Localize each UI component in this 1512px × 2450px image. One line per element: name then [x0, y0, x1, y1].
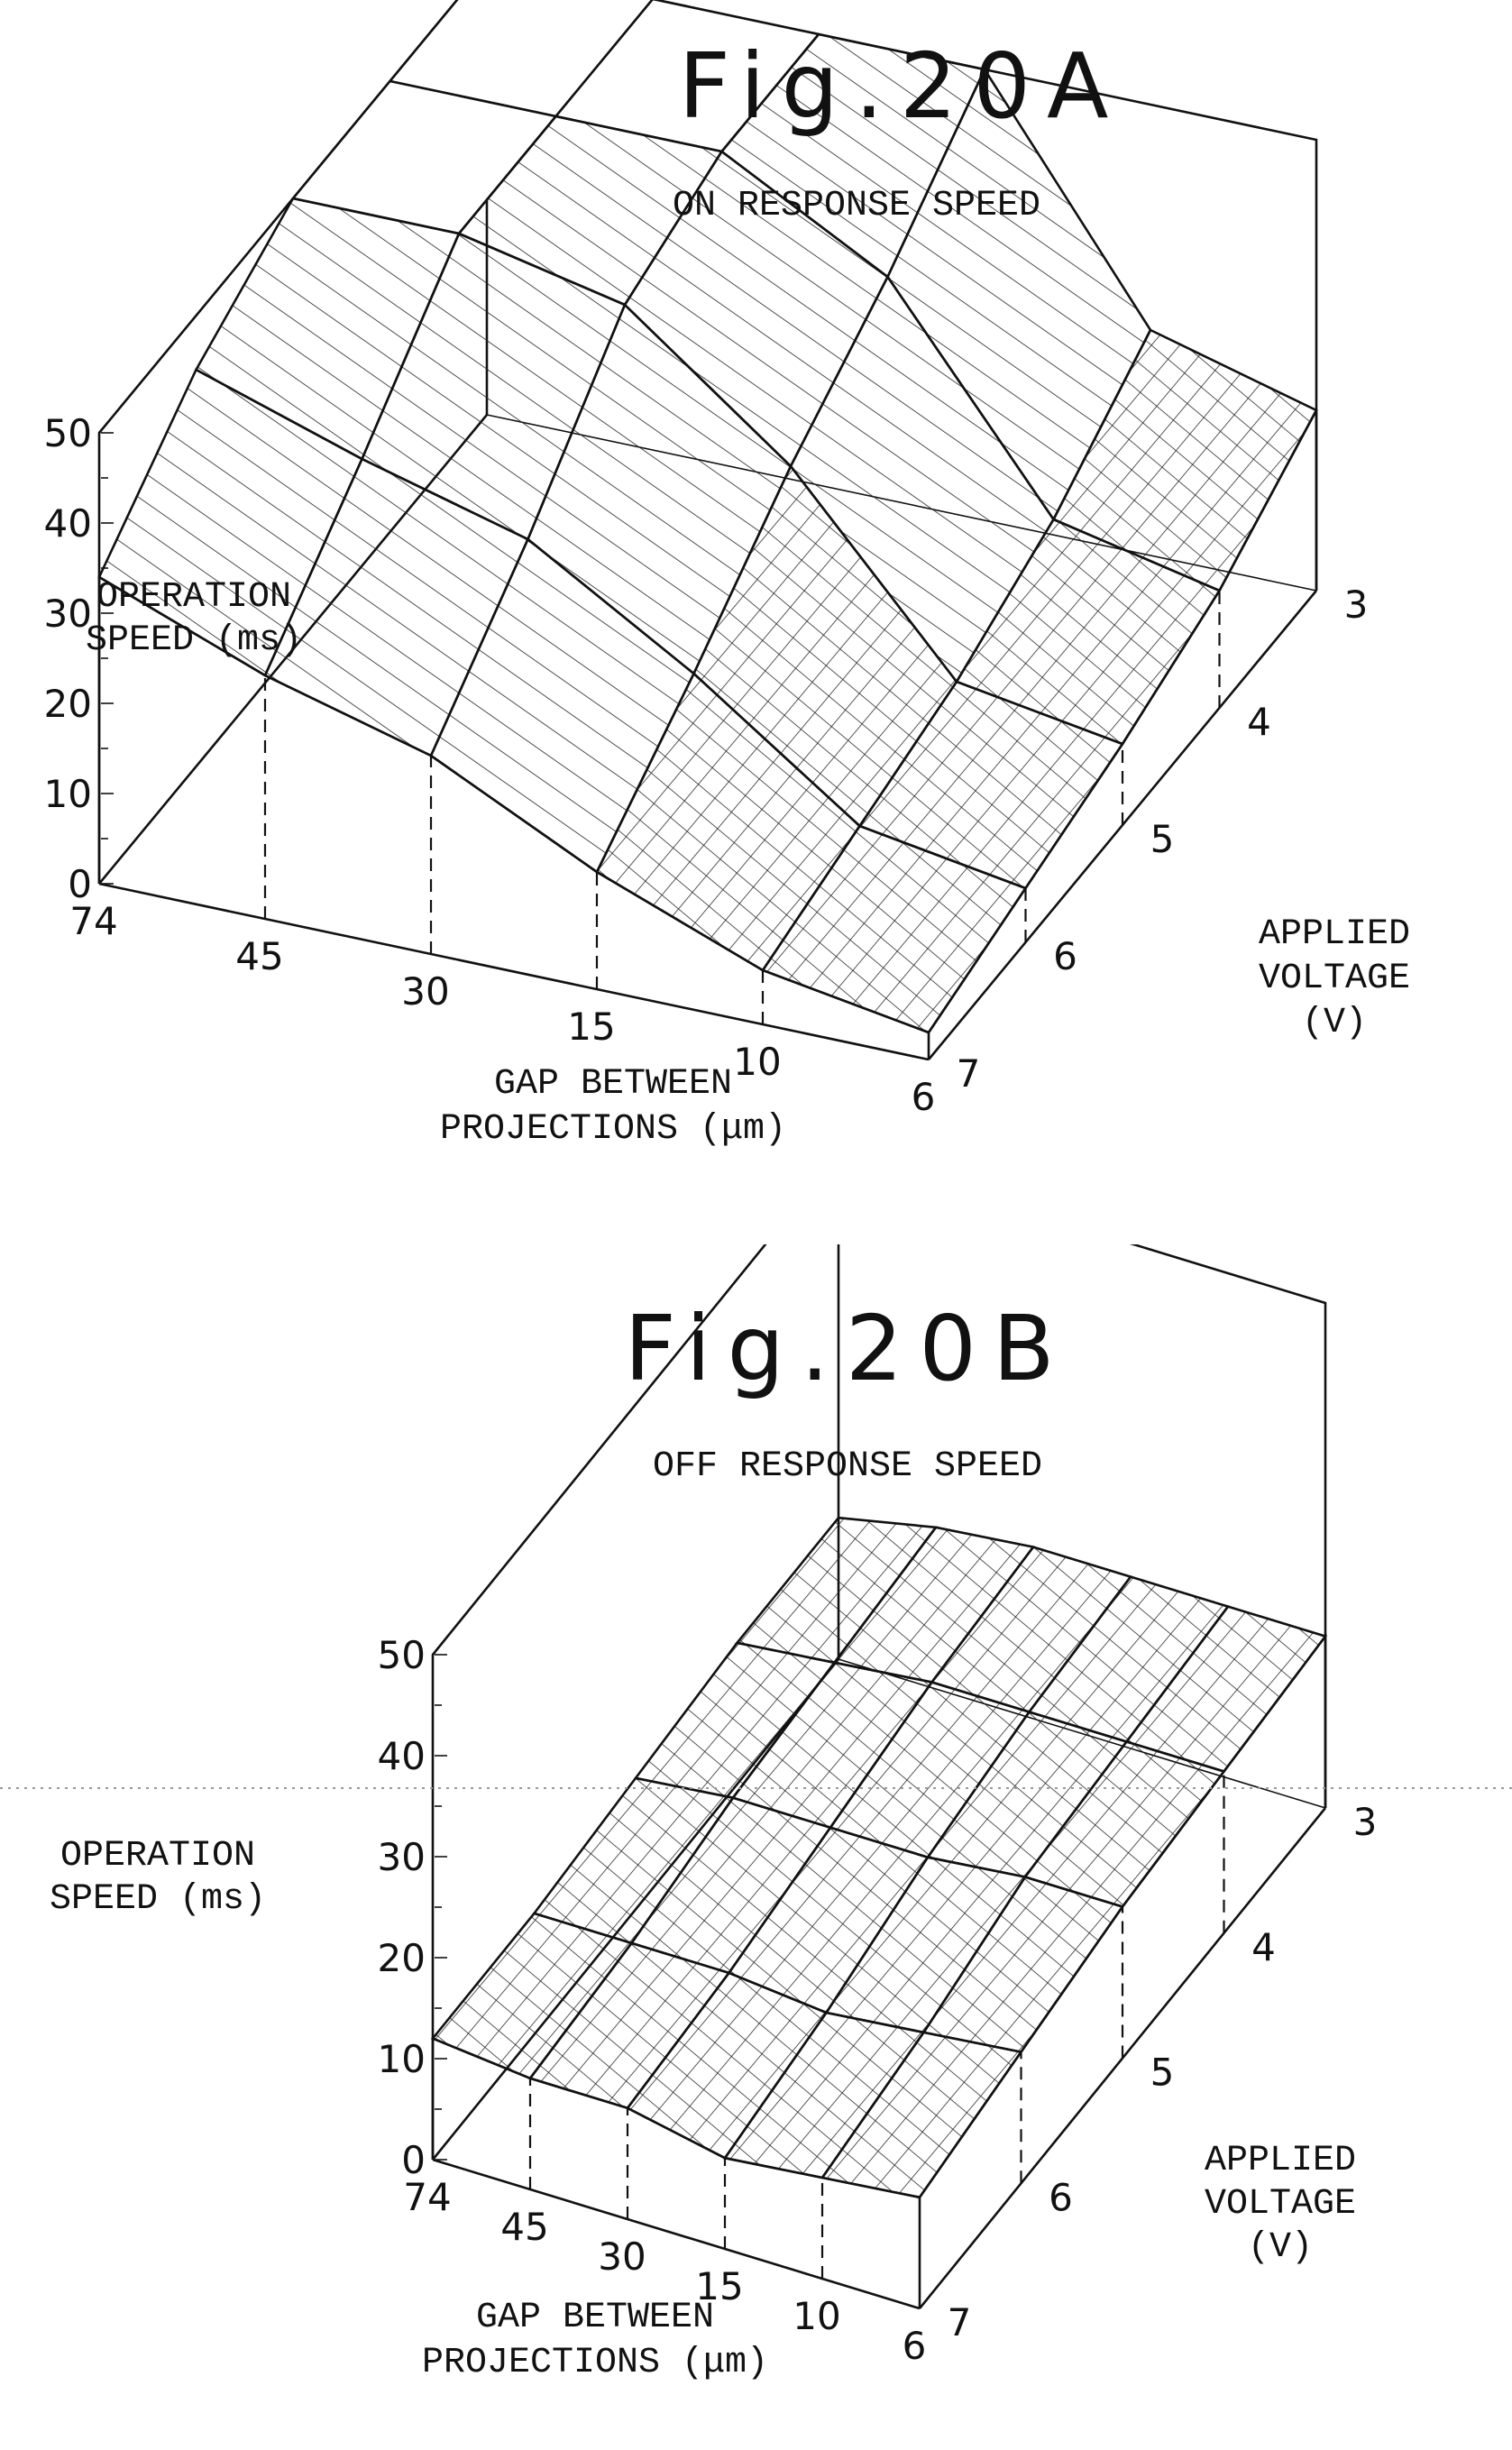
fig20a-z-tick-label: 40: [44, 501, 92, 546]
fig20a-surface: [97, 0, 1318, 1034]
fig20b-x-tick-label: 15: [695, 2264, 743, 2308]
fig20a-x-tick-label: 74: [69, 899, 117, 943]
fig20b-z-tick-label: 50: [378, 1633, 426, 1677]
fig20b-x-tick-label: 6: [903, 2324, 927, 2368]
fig20a-y-tick-label: 3: [1344, 583, 1369, 627]
fig20a-x-tick-label: 30: [401, 969, 449, 1014]
fig20b-y-tick-label: 3: [1353, 1800, 1378, 1844]
fig20b-z-tick-label: 30: [378, 1835, 426, 1879]
figure-20b-zlabel-line1: OPERATION: [60, 1836, 255, 1876]
fig20a-x-tick-label: 45: [235, 934, 283, 978]
fig20a-x-tick-label: 15: [567, 1005, 615, 1049]
fig20a-x-tick-label: 6: [912, 1075, 936, 1119]
figure-20a-title: ON RESPONSE SPEED: [673, 186, 1040, 226]
fig20b-y-tick-label: 5: [1150, 2051, 1175, 2095]
fig20a-front-profile: [97, 574, 930, 1034]
figure-20b-ylabel-line1: APPLIED: [1205, 2141, 1356, 2181]
figure-20b-label: Fig.20B: [624, 1296, 1070, 1401]
figure-20a-ylabel-line1: APPLIED: [1259, 914, 1410, 955]
figure-20b-xlabel-line1: GAP BETWEEN: [476, 2298, 714, 2338]
fig20a-z-tick-label: 30: [44, 592, 92, 636]
figure-20a-label: Fig.20A: [679, 33, 1125, 139]
fig20b-z-tick-label: 10: [378, 2037, 426, 2081]
fig20b-x-tick-label: 45: [500, 2205, 548, 2249]
fig20a-x-tick-label: 10: [733, 1040, 781, 1084]
fig20a-y-tick-label: 6: [1053, 934, 1077, 978]
fig20b-x-tick-label: 30: [598, 2234, 646, 2279]
fig20b-right-profile: [918, 1632, 1327, 2308]
figure-20b-xlabel-line2: PROJECTIONS (μm): [422, 2343, 768, 2383]
figure-20b-zlabel-line2: SPEED (ms): [50, 1879, 266, 1920]
fig20b-z-tick-label: 20: [378, 1936, 426, 1980]
fig20a-right-profile: [927, 409, 1318, 1060]
fig20a-y-tick-label: 5: [1150, 817, 1175, 861]
figure-20a-zlabel-line1: OPERATION: [96, 577, 291, 618]
fig20a-y-tick-label: 7: [957, 1051, 981, 1096]
figure-20b-title: OFF RESPONSE SPEED: [653, 1446, 1042, 1487]
fig20b-surface: [430, 1516, 1328, 2199]
figure-20b-ylabel-line2: VOLTAGE: [1205, 2184, 1356, 2225]
fig20a-z-tick-label: 10: [44, 772, 92, 816]
figure-20a-zlabel-line2: SPEED (ms): [86, 620, 302, 661]
fig20b-y-tick-label: 7: [948, 2300, 972, 2344]
figure-20a-ylabel-line3: (V): [1302, 1003, 1367, 1043]
fig20b-front-profile: [431, 2036, 921, 2199]
figure-20a-ylabel-line2: VOLTAGE: [1259, 959, 1410, 999]
figure-20a-xlabel-line1: GAP BETWEEN: [494, 1064, 732, 1105]
fig20a-y-tick-label: 4: [1247, 700, 1271, 744]
fig20b-y-tick-label: 4: [1251, 1925, 1276, 1969]
figure-20a-xlabel-line2: PROJECTIONS (μm): [440, 1109, 786, 1150]
figure-20b-ylabel-line3: (V): [1248, 2227, 1313, 2268]
fig20a-x-axis-line: [98, 882, 930, 1061]
fig20b-x-axis-line: [432, 2158, 921, 2310]
fig20b-z-tick-label: 0: [401, 2138, 426, 2182]
fig20b-x-tick-label: 10: [793, 2294, 840, 2338]
fig20b-z-tick-label: 40: [378, 1734, 426, 1778]
fig20a-z-tick-label: 0: [68, 862, 92, 906]
fig20b-x-tick-label: 74: [403, 2175, 451, 2219]
fig20b-y-tick-label: 6: [1049, 2175, 1073, 2219]
fig20a-z-tick-label: 50: [44, 411, 92, 455]
fig20a-z-tick-label: 20: [44, 682, 92, 726]
